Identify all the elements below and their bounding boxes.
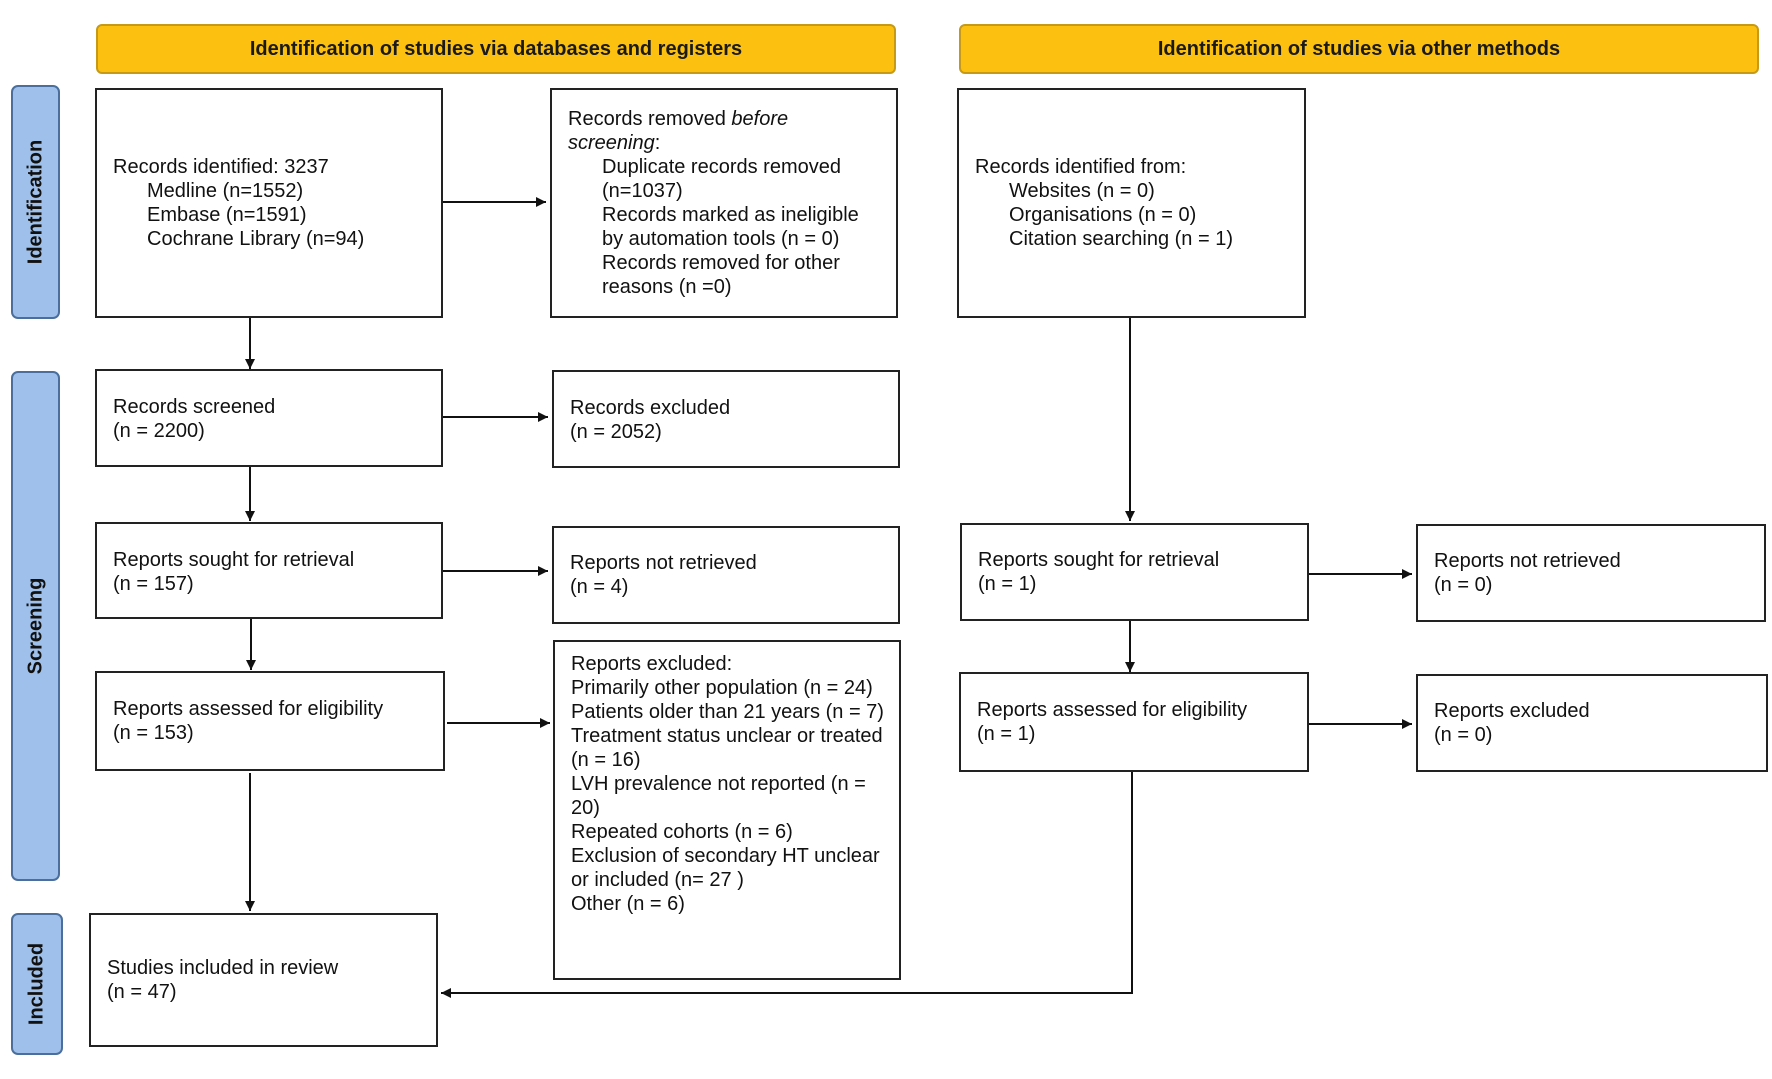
reports-excluded-reason: LVH prevalence not reported (n = 20)	[571, 773, 866, 819]
reports-excluded-reason: Primarily other population (n = 24)	[571, 677, 873, 699]
records-removed-title-prefix: Records removed	[568, 108, 732, 130]
records-excluded-label: Records excluded	[570, 397, 731, 419]
box-other-reports-assessed: Reports assessed for eligibility (n = 1)	[959, 672, 1309, 772]
box-other-reports-not-retrieved: Reports not retrieved (n = 0)	[1416, 524, 1766, 622]
records-removed-item: Records marked as ineligible by automati…	[602, 204, 859, 250]
records-screened-count: (n = 2200)	[113, 420, 205, 442]
other-reports-excluded-count: (n = 0)	[1434, 724, 1493, 746]
phase-included-label: Included	[25, 942, 48, 1026]
reports-excluded-reason: Other (n = 6)	[571, 893, 685, 915]
records-screened-label: Records screened	[113, 396, 276, 418]
reports-excluded-reason: Treatment status unclear or treated (n =…	[571, 725, 883, 771]
other-reports-excluded-label: Reports excluded	[1434, 700, 1590, 722]
box-records-screened: Records screened (n = 2200)	[95, 369, 443, 467]
box-other-reports-excluded: Reports excluded (n = 0)	[1416, 674, 1768, 772]
records-removed-item: Records removed for other reasons (n =0)	[602, 252, 840, 298]
records-identified-title: Records identified: 3237	[113, 156, 329, 178]
studies-included-label: Studies included in review	[107, 957, 339, 979]
records-removed-item: Duplicate records removed (n=1037)	[602, 156, 841, 202]
header-databases-text: Identification of studies via databases …	[249, 37, 743, 60]
phase-included: Included	[11, 913, 63, 1055]
records-identified-source: Cochrane Library (n=94)	[147, 228, 365, 250]
box-reports-excluded: Reports excluded: Primarily other popula…	[553, 640, 901, 980]
other-records-identified-title: Records identified from:	[975, 156, 1187, 178]
reports-excluded-reason: Exclusion of secondary HT unclear or inc…	[571, 845, 880, 891]
other-reports-assessed-count: (n = 1)	[977, 723, 1036, 745]
other-reports-sought-count: (n = 1)	[978, 573, 1037, 595]
box-reports-not-retrieved: Reports not retrieved (n = 4)	[552, 526, 900, 624]
box-records-removed: Records removed before screening: Duplic…	[550, 88, 898, 318]
other-reports-not-retrieved-count: (n = 0)	[1434, 574, 1493, 596]
box-other-records-identified: Records identified from: Websites (n = 0…	[957, 88, 1306, 318]
other-records-identified-source: Websites (n = 0)	[1009, 180, 1155, 202]
header-other-methods-text: Identification of studies via other meth…	[1157, 37, 1561, 60]
reports-excluded-reason: Repeated cohorts (n = 6)	[571, 821, 793, 843]
box-other-reports-sought: Reports sought for retrieval (n = 1)	[960, 523, 1309, 621]
reports-assessed-label: Reports assessed for eligibility	[113, 698, 384, 720]
box-reports-assessed: Reports assessed for eligibility (n = 15…	[95, 671, 445, 771]
reports-sought-count: (n = 157)	[113, 573, 194, 595]
reports-sought-label: Reports sought for retrieval	[113, 549, 355, 571]
reports-excluded-title: Reports excluded:	[571, 653, 733, 675]
studies-included-count: (n = 47)	[107, 981, 177, 1003]
box-studies-included: Studies included in review (n = 47)	[89, 913, 438, 1047]
header-databases: Identification of studies via databases …	[96, 24, 896, 74]
phase-screening: Screening	[11, 371, 60, 881]
box-reports-sought: Reports sought for retrieval (n = 157)	[95, 522, 443, 619]
arrow-other-assessed-to-included	[441, 770, 1133, 998]
records-identified-source: Embase (n=1591)	[147, 204, 307, 226]
other-reports-assessed-label: Reports assessed for eligibility	[977, 699, 1248, 721]
reports-excluded-reason: Patients older than 21 years (n = 7)	[571, 701, 884, 723]
records-removed-title-emphasis: before screening	[568, 108, 789, 154]
phase-screening-label: Screening	[24, 577, 46, 675]
other-reports-sought-label: Reports sought for retrieval	[978, 549, 1220, 571]
box-records-excluded: Records excluded (n = 2052)	[552, 370, 900, 468]
records-excluded-count: (n = 2052)	[570, 421, 662, 443]
other-records-identified-source: Organisations (n = 0)	[1009, 204, 1197, 226]
records-removed-title: Records removed before screening:	[568, 107, 882, 155]
phase-identification: Identification	[11, 85, 60, 319]
box-records-identified: Records identified: 3237 Medline (n=1552…	[95, 88, 443, 318]
other-reports-not-retrieved-label: Reports not retrieved	[1434, 550, 1621, 572]
reports-assessed-count: (n = 153)	[113, 722, 194, 744]
other-records-identified-source: Citation searching (n = 1)	[1009, 228, 1234, 250]
reports-not-retrieved-label: Reports not retrieved	[570, 552, 757, 574]
header-other-methods: Identification of studies via other meth…	[959, 24, 1759, 74]
records-removed-title-suffix: :	[654, 132, 661, 154]
records-identified-source: Medline (n=1552)	[147, 180, 304, 202]
phase-identification-label: Identification	[24, 139, 46, 265]
reports-not-retrieved-count: (n = 4)	[570, 576, 629, 598]
